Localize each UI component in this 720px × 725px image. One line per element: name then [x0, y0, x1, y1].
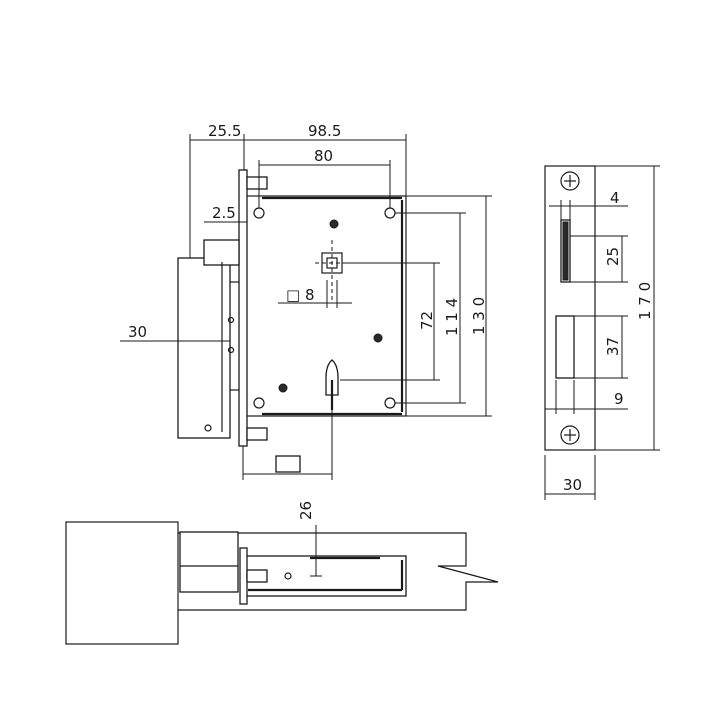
- screw-top-icon: [560, 171, 580, 191]
- dim-square-8: □ 8: [286, 286, 314, 304]
- latch-housing: [203, 239, 240, 266]
- section-faceplate: [239, 547, 248, 605]
- dim-30-plate: 30: [563, 476, 582, 494]
- screw-bottom-icon: [560, 425, 580, 445]
- dim-130: 1 3 0: [470, 297, 488, 335]
- bottom-tab: [246, 427, 268, 441]
- dim-4: 4: [610, 189, 620, 207]
- dim-170: 1 7 0: [636, 282, 654, 320]
- section-bolt-block: [179, 531, 239, 593]
- bolt-slot: [555, 315, 575, 379]
- dim-25-5: 25.5: [208, 122, 241, 140]
- door-frame: [178, 532, 499, 611]
- screw-hole-br: [384, 397, 396, 409]
- dim-30-bolt: 30: [128, 323, 147, 341]
- screw-hole-bl: [253, 397, 265, 409]
- rivet-icon: [373, 333, 383, 343]
- front-dimensions: 25.5 98.5 80 2.5 30 □ 8 72 1 1 4: [120, 122, 492, 480]
- top-tab: [246, 176, 268, 190]
- dim-37: 37: [604, 337, 622, 356]
- faceplate-view: 4 25 37 9 1 7 0 30: [544, 165, 660, 500]
- dim-98-5: 98.5: [308, 122, 341, 140]
- bolt-block: [177, 257, 231, 439]
- screw-hole-tl: [253, 207, 265, 219]
- door-slab: [65, 521, 179, 645]
- dim-2-5: 2.5: [212, 204, 236, 222]
- section-view: 26: [65, 501, 499, 645]
- keyhole-icon: [325, 359, 339, 396]
- strike-slot: [275, 455, 301, 473]
- lock-front-view: [177, 169, 407, 473]
- rivet-icon: [329, 219, 339, 229]
- dim-25: 25: [604, 247, 622, 266]
- screw-hole-tr: [384, 207, 396, 219]
- dim-80: 80: [314, 147, 333, 165]
- dim-114: 1 1 4: [443, 298, 461, 336]
- faceplate: [544, 165, 596, 451]
- rivet-icon: [278, 383, 288, 393]
- dim-9: 9: [614, 390, 624, 408]
- dim-26: 26: [297, 501, 315, 520]
- dim-72: 72: [418, 311, 436, 330]
- face-plate: [238, 169, 248, 447]
